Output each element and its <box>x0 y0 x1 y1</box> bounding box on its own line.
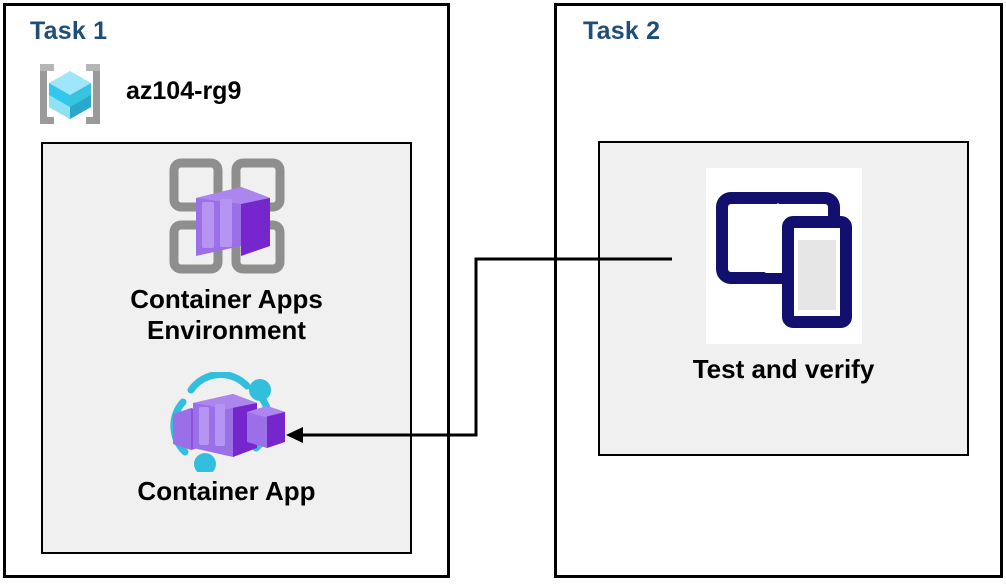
container-apps-environment-icon <box>165 154 289 278</box>
task-2-title: Task 2 <box>583 17 661 45</box>
test-and-verify-icon-backdrop <box>705 168 862 344</box>
container-app-icon <box>161 370 293 475</box>
resource-group-name: az104-rg9 <box>126 77 242 105</box>
resource-group-row: az104-rg9 <box>34 58 334 132</box>
cae-label-line-2: Environment <box>147 315 306 345</box>
devices-test-icon <box>715 192 852 328</box>
cae-label-line-1: Container Apps <box>130 284 323 314</box>
task-1-title: Task 1 <box>30 17 108 45</box>
test-and-verify-label: Test and verify <box>692 354 875 384</box>
container-apps-environment-block: Container Apps Environment <box>41 150 412 360</box>
container-app-label: Container App <box>137 476 316 506</box>
container-apps-environment-label: Container Apps Environment <box>41 284 412 346</box>
test-and-verify-block: Test and verify <box>598 160 969 410</box>
resource-group-icon <box>34 58 106 130</box>
container-app-block: Container App <box>41 370 412 542</box>
